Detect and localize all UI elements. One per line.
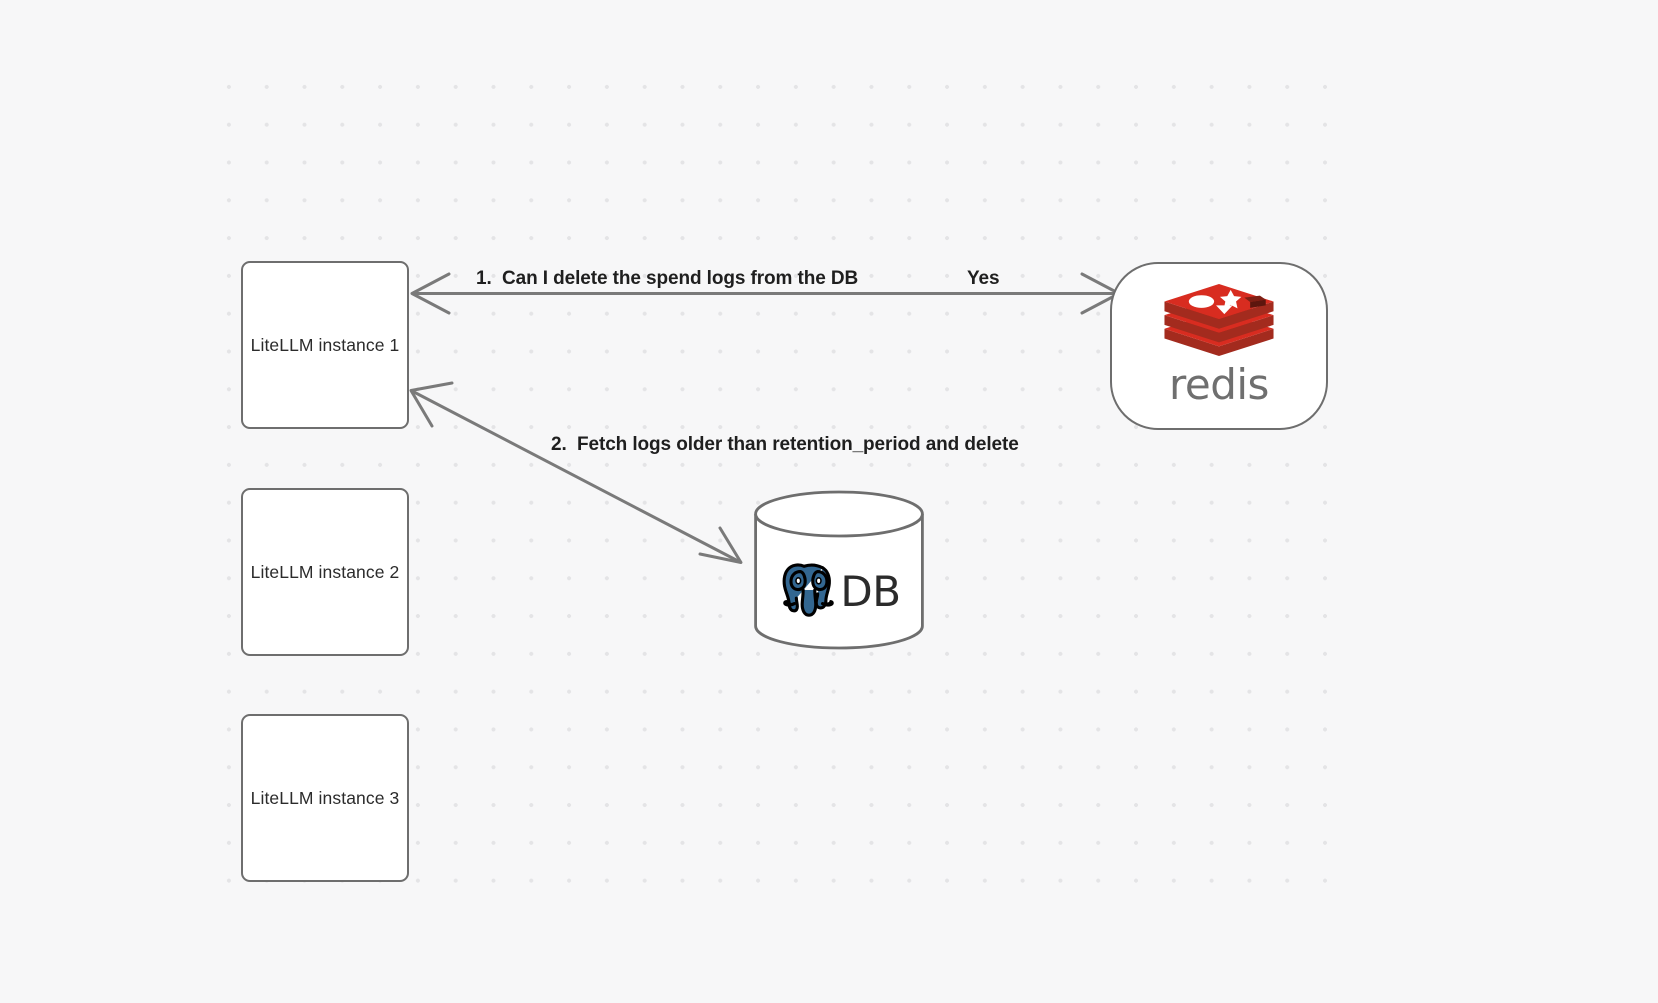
node-litellm-instance-1[interactable]: LiteLLM instance 1 [241, 261, 409, 429]
redis-logo-icon [1164, 283, 1274, 356]
db-label: DB [840, 567, 901, 616]
node-litellm-instance-3[interactable]: LiteLLM instance 3 [241, 714, 409, 882]
edge-instance1-db[interactable] [409, 381, 743, 564]
node-redis[interactable]: redis [1110, 262, 1328, 430]
arrowhead-left [410, 272, 451, 315]
edge-label-step-1: 1. Can I delete the spend logs from the … [476, 268, 859, 289]
node-label: LiteLLM instance 1 [250, 334, 400, 355]
arrowhead-downright [698, 526, 743, 564]
node-postgres-db[interactable]: DB [753, 490, 925, 650]
db-content: DB [753, 536, 925, 644]
node-label: LiteLLM instance 3 [250, 787, 400, 808]
redis-wordmark: redis [1169, 359, 1269, 409]
cylinder-shape [754, 490, 924, 650]
node-litellm-instance-2[interactable]: LiteLLM instance 2 [241, 488, 409, 656]
edge-label-step-2: 2. Fetch logs older than retention_perio… [551, 434, 1019, 455]
postgresql-elephant-icon [783, 563, 835, 617]
edge-label-reply-yes: Yes [967, 268, 1000, 289]
node-label: LiteLLM instance 2 [250, 561, 400, 582]
arrowhead-upleft [409, 381, 454, 428]
